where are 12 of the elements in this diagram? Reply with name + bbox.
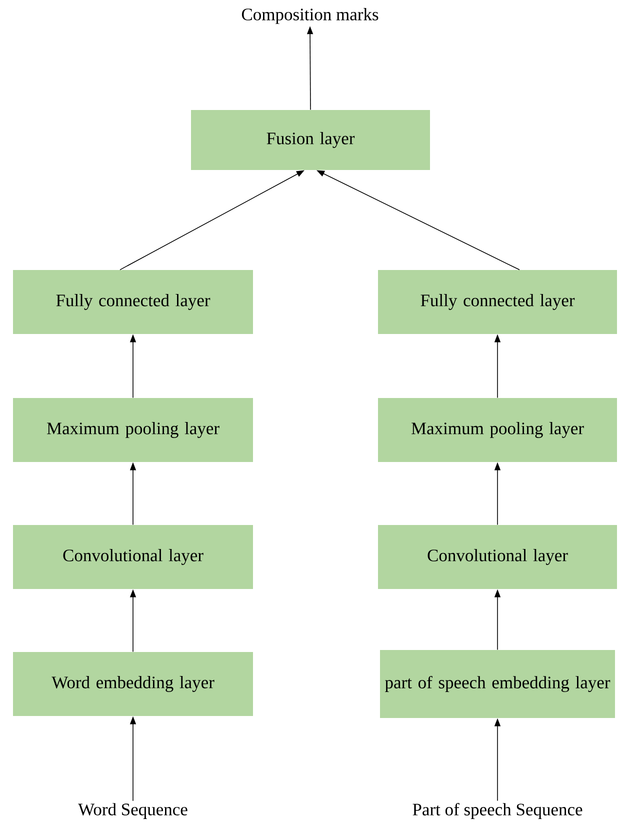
text-label: Word Sequence (78, 803, 188, 819)
layer-box: part of speech embedding layer (380, 650, 615, 718)
text-label: Part of speech Sequence (412, 802, 582, 820)
layer-box: Maximum pooling layer (378, 398, 617, 462)
text-label: Composition marks (242, 8, 378, 24)
layer-box: Convolutional layer (13, 525, 253, 589)
layer-box: Maximum pooling layer (13, 398, 253, 462)
layer-box: Fully connected layer (13, 270, 253, 334)
layer-box: Convolutional layer (378, 525, 617, 589)
layer-box: Fusion layer (191, 110, 430, 170)
layer-box: Fully connected layer (378, 270, 617, 334)
layer-box: Word embedding layer (13, 652, 253, 716)
